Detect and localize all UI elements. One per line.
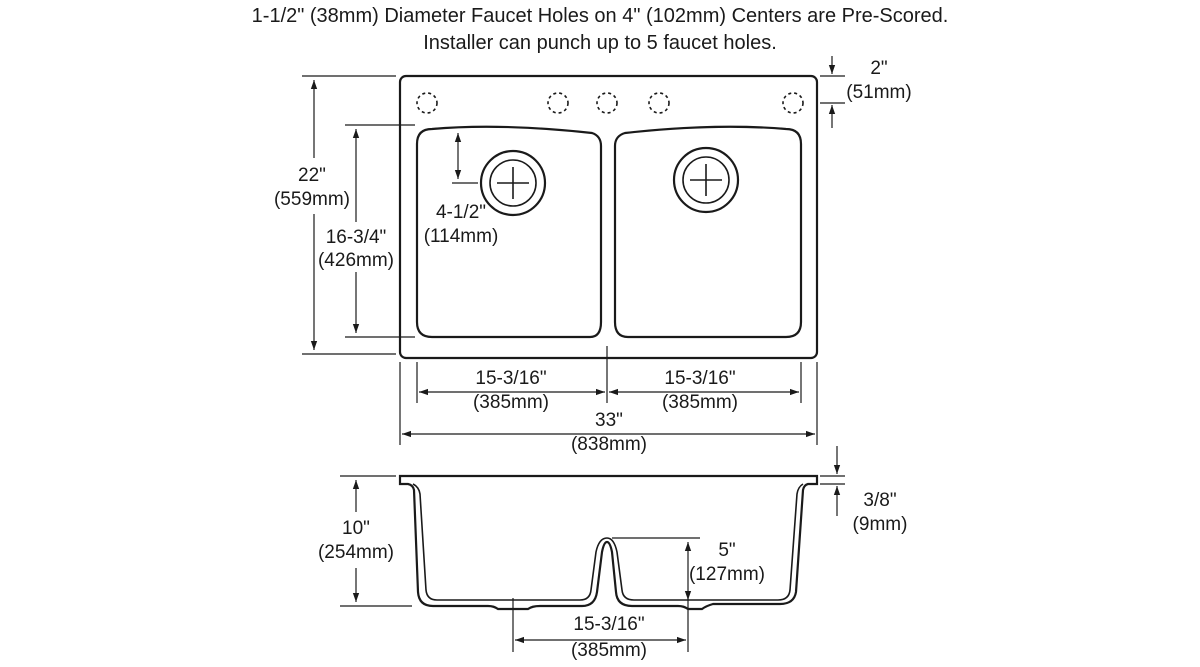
- overall-depth-mm: (559mm): [274, 189, 350, 210]
- right-drain: [672, 146, 740, 214]
- faucet-hole-4: [648, 92, 670, 114]
- faucet-holes: [416, 92, 804, 114]
- faucet-hole-3: [596, 92, 618, 114]
- ledge-in: 2": [870, 58, 887, 79]
- rim-thickness-in: 3/8": [863, 490, 896, 511]
- overall-width-in: 33": [595, 410, 623, 431]
- left-drain: [479, 149, 547, 217]
- sink-profile-outer: [398, 474, 819, 611]
- top-view: 22" (559mm) 16-3/4" (426mm) 4-1/2" (114m…: [274, 56, 912, 455]
- overall-width-mm: (838mm): [571, 434, 647, 455]
- overall-depth-in: 22": [298, 165, 326, 186]
- bowl-depth-in: 16-3/4": [326, 227, 387, 248]
- bowl-right-width-in: 15-3/16": [664, 368, 735, 389]
- sink-outline: [398, 74, 819, 360]
- bowl-height-in: 10": [342, 518, 370, 539]
- drain-offset-in: 4-1/2": [436, 202, 486, 223]
- sink-profile-inner: [412, 483, 804, 601]
- header-line-1: 1-1/2" (38mm) Diameter Faucet Holes on 4…: [252, 5, 949, 27]
- bowl-left-width-mm: (385mm): [473, 392, 549, 413]
- faucet-hole-5: [782, 92, 804, 114]
- bowl-left-width-in: 15-3/16": [475, 368, 546, 389]
- faucet-hole-2: [547, 92, 569, 114]
- drain-spacing-in: 15-3/16": [573, 614, 644, 635]
- side-view: 3/8" (9mm) 10" (254mm) 5" (127mm) 15-3/1…: [318, 446, 907, 661]
- ledge-mm: (51mm): [846, 82, 911, 103]
- right-bowl: [613, 125, 803, 339]
- faucet-hole-1: [416, 92, 438, 114]
- rim-thickness-mm: (9mm): [853, 514, 908, 535]
- divider-height-in: 5": [718, 540, 735, 561]
- drain-offset-mm: (114mm): [424, 226, 499, 247]
- drain-spacing-mm: (385mm): [571, 640, 647, 661]
- divider-height-mm: (127mm): [689, 564, 765, 585]
- bowl-height-mm: (254mm): [318, 542, 394, 563]
- bowl-depth-mm: (426mm): [318, 250, 394, 271]
- header-line-2: Installer can punch up to 5 faucet holes…: [423, 32, 777, 54]
- left-bowl: [415, 125, 603, 339]
- bowl-right-width-mm: (385mm): [662, 392, 738, 413]
